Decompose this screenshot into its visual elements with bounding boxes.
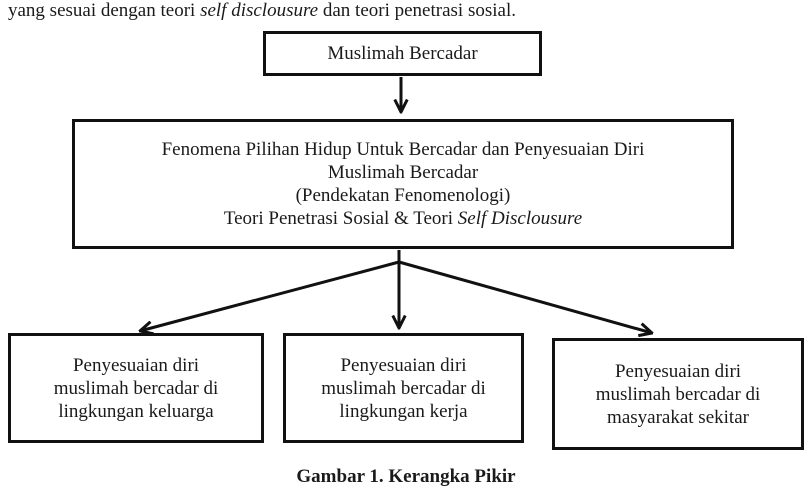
box-main-line2: Muslimah Bercadar [327,162,479,183]
box-mid-line3: lingkungan kerja [339,400,468,422]
intro-italic: self disclousure [200,0,319,21]
intro-after: dan teori penetrasi sosial. [318,0,516,21]
box-right-line3: masyarakat sekitar [607,406,749,428]
box-main-line1: Fenomena Pilihan Hidup Untuk Bercadar da… [161,139,645,160]
figure-caption: Gambar 1. Kerangka Pikir [296,466,516,487]
arrow-to-right [398,260,652,333]
box-mid-line2: muslimah bercadar di [321,377,486,399]
box-lingkungan-keluarga: Penyesuaian diri muslimah bercadar di li… [8,333,264,443]
box-main-line4-prefix: Teori Penetrasi Sosial & Teori [223,208,458,229]
box-right-line1: Penyesuaian diri [614,360,742,382]
box-top-label: Muslimah Bercadar [327,43,478,64]
box-left-line1: Penyesuaian diri [72,354,200,376]
box-main-line4: Teori Penetrasi Sosial & Teori Self Disc… [224,207,582,230]
intro-text: yang sesuai dengan teori self disclousur… [8,0,516,22]
box-fenomena: Fenomena Pilihan Hidup Untuk Bercadar da… [72,119,734,249]
box-left-line3: lingkungan keluarga [58,400,214,422]
arrow-to-left [140,260,400,331]
intro-before: yang sesuai dengan teori [8,0,201,21]
box-masyarakat-sekitar: Penyesuaian diri muslimah bercadar di ma… [552,338,804,450]
box-main-line4-italic: Self Disclousure [457,208,583,229]
box-lingkungan-kerja: Penyesuaian diri muslimah bercadar di li… [283,333,524,443]
box-main-line3: (Pendekatan Fenomenologi) [295,185,511,206]
box-muslimah-bercadar: Muslimah Bercadar [263,31,542,76]
box-left-line2: muslimah bercadar di [53,377,219,399]
box-right-line2: muslimah bercadar di [595,383,761,405]
box-mid-line1: Penyesuaian diri [340,354,467,376]
